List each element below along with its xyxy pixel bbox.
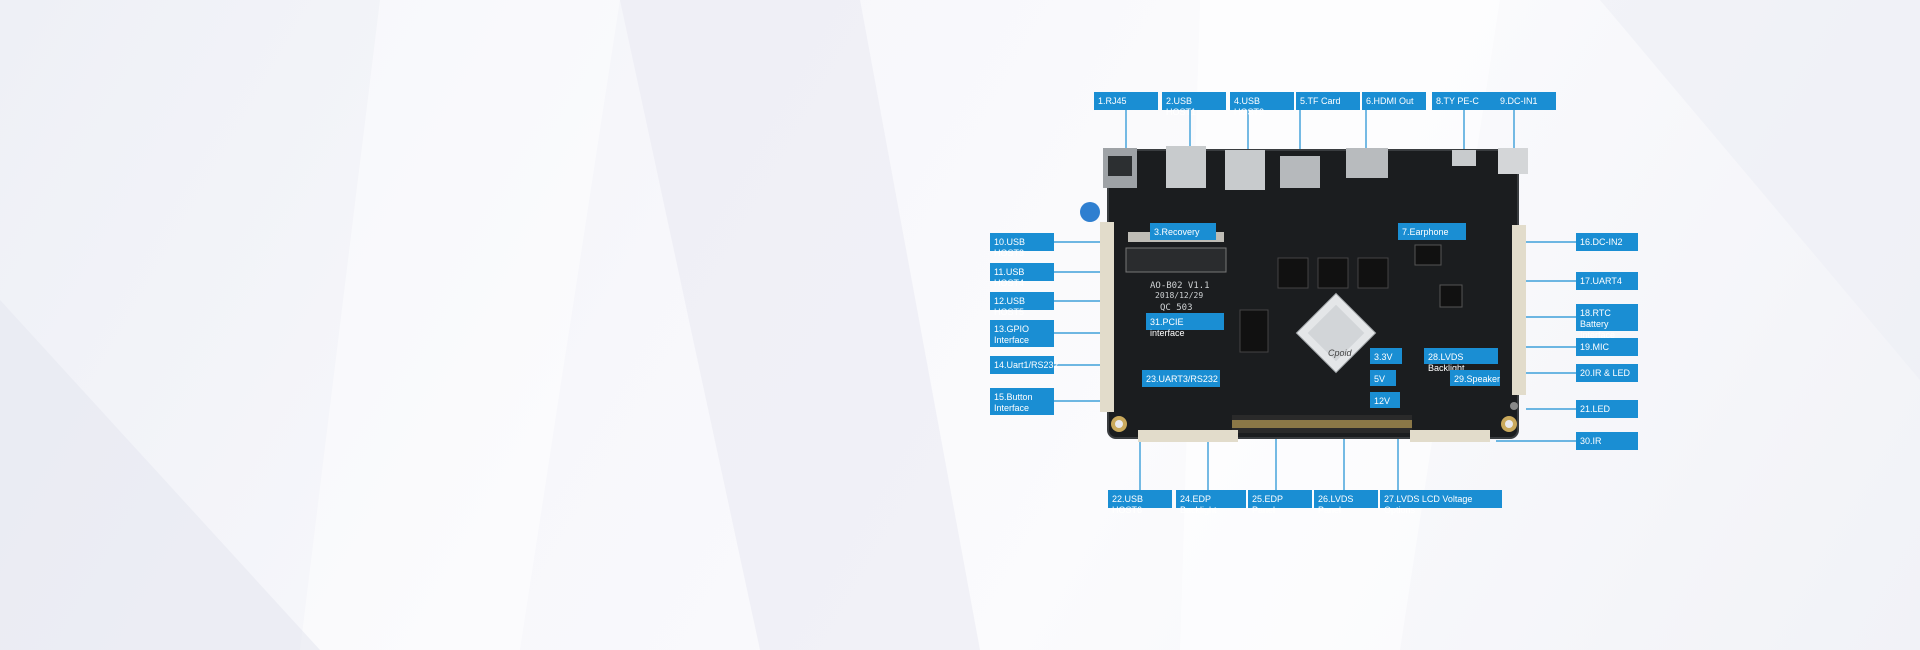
callout-label-l10: 10.USB HOST3 bbox=[990, 233, 1054, 258]
callout-label-text: 14.Uart1/RS232 bbox=[994, 360, 1059, 370]
callout-label-text: 6.HDMI Out bbox=[1366, 96, 1414, 106]
callout-label-text: 11.USB HOST4 bbox=[994, 267, 1025, 288]
hdmi-port bbox=[1346, 148, 1388, 178]
callout-label-l12v: 12V bbox=[1370, 392, 1400, 408]
callout-label-text: 26.LVDS Panel bbox=[1318, 494, 1354, 515]
callout-label-l18: 18.RTC Battery Interface bbox=[1576, 304, 1638, 340]
callout-label-l8: 8.TY PE-C bbox=[1432, 92, 1496, 110]
callout-label-text: 12V bbox=[1374, 396, 1391, 406]
usb-host2-port bbox=[1225, 150, 1265, 190]
callout-label-l28: 28.LVDS Backlight bbox=[1424, 348, 1498, 373]
right-connectors bbox=[1512, 225, 1526, 395]
callout-label-l27: 27.LVDS LCD Voltage Options bbox=[1380, 490, 1502, 515]
callout-label-l29: 29.Speaker bbox=[1450, 370, 1500, 386]
callout-label-l22: 22.USB HOST6 bbox=[1108, 490, 1172, 515]
callout-label-text: 12.USB HOST5 bbox=[994, 296, 1026, 317]
callout-label-text: 1.RJ45 bbox=[1098, 96, 1127, 106]
callout-label-text: 24.EDP Backlight bbox=[1180, 494, 1217, 515]
callout-label-text: 22.USB HOST6 bbox=[1112, 494, 1144, 515]
callout-label-text: 5V bbox=[1374, 374, 1386, 384]
callout-label-l21: 21.LED bbox=[1576, 400, 1638, 418]
callout-label-text: 2.USB HOST1 bbox=[1166, 96, 1197, 117]
silkscreen-line-2: 2018/12/29 bbox=[1155, 291, 1203, 300]
callout-label-text: 31.PCIE interface bbox=[1150, 317, 1185, 338]
memory-chip-4 bbox=[1239, 309, 1269, 353]
callout-label-l1: 1.RJ45 bbox=[1094, 92, 1158, 110]
callout-label-text: 16.DC-IN2 bbox=[1580, 237, 1623, 247]
callout-label-l3: 3.Recovery bbox=[1150, 223, 1216, 240]
callout-label-l24: 24.EDP Backlight bbox=[1176, 490, 1246, 515]
callout-label-l23: 23.UART3/RS232 bbox=[1142, 370, 1220, 387]
memory-chip-1 bbox=[1277, 257, 1309, 289]
callout-label-l7: 7.Earphone bbox=[1398, 223, 1466, 240]
callout-label-l4: 4.USB HOST2 bbox=[1230, 92, 1294, 117]
callout-label-text: 23.UART3/RS232 bbox=[1146, 374, 1218, 384]
callout-label-text: 15.Button Interface bbox=[994, 392, 1033, 413]
memory-chip-2 bbox=[1317, 257, 1349, 289]
processor-chip-text: Cpoid bbox=[1328, 348, 1353, 358]
dc-in1-jack bbox=[1498, 148, 1528, 174]
callout-label-text: 20.IR & LED bbox=[1580, 368, 1631, 378]
callout-label-l31: 31.PCIE interface bbox=[1146, 313, 1224, 338]
callout-label-l13: 13.GPIO Interface bbox=[990, 320, 1054, 347]
tf-card-slot bbox=[1280, 156, 1320, 188]
callout-label-l15: 15.Button Interface bbox=[990, 388, 1054, 415]
callout-label-text: 30.IR bbox=[1580, 436, 1602, 446]
callout-label-l11: 11.USB HOST4 bbox=[990, 263, 1054, 288]
silkscreen-line-1: AO-B02 V1.1 bbox=[1150, 281, 1210, 291]
callout-label-text: 4.USB HOST2 bbox=[1234, 96, 1265, 117]
callout-label-l16: 16.DC-IN2 bbox=[1576, 233, 1638, 251]
callout-label-text: 13.GPIO Interface bbox=[994, 324, 1030, 345]
silkscreen-line-3: QC 503 bbox=[1160, 303, 1193, 313]
callout-label-l17: 17.UART4 bbox=[1576, 272, 1638, 290]
callout-label-l25: 25.EDP Panel bbox=[1248, 490, 1312, 515]
callout-label-l5: 5.TF Card bbox=[1296, 92, 1360, 110]
processor-chip bbox=[1295, 292, 1377, 374]
callout-label-text: 25.EDP Panel bbox=[1252, 494, 1283, 515]
blue-capacitor bbox=[1080, 202, 1100, 222]
memory-chip-3 bbox=[1357, 257, 1389, 289]
callout-label-text: 21.LED bbox=[1580, 404, 1611, 414]
typec-port bbox=[1452, 150, 1476, 166]
callout-label-text: 27.LVDS LCD Voltage Options bbox=[1384, 494, 1473, 515]
callout-label-text: 3.3V bbox=[1374, 352, 1393, 362]
callout-label-text: 17.UART4 bbox=[1580, 276, 1622, 286]
left-connectors bbox=[1100, 222, 1114, 412]
callout-label-l12: 12.USB HOST5 bbox=[990, 292, 1054, 317]
callout-label-text: 28.LVDS Backlight bbox=[1428, 352, 1465, 373]
callout-label-l19: 19.MIC bbox=[1576, 338, 1638, 356]
callout-label-text: 19.MIC bbox=[1580, 342, 1610, 352]
pcie-slot bbox=[1125, 247, 1227, 273]
callout-label-text: 7.Earphone bbox=[1402, 227, 1449, 237]
callout-label-text: 18.RTC Battery Interface bbox=[1580, 308, 1616, 340]
callout-label-text: 10.USB HOST3 bbox=[994, 237, 1026, 258]
callout-label-l20: 20.IR & LED bbox=[1576, 364, 1638, 382]
callout-label-text: 3.Recovery bbox=[1154, 227, 1200, 237]
callout-label-text: 8.TY PE-C bbox=[1436, 96, 1479, 106]
callout-label-l9: 9.DC-IN1 bbox=[1496, 92, 1556, 110]
callout-label-l5v: 5V bbox=[1370, 370, 1396, 386]
callout-label-l6: 6.HDMI Out bbox=[1362, 92, 1426, 110]
callout-label-text: 29.Speaker bbox=[1454, 374, 1501, 384]
board-pcb bbox=[1108, 150, 1518, 438]
callout-label-l26: 26.LVDS Panel bbox=[1314, 490, 1378, 515]
callout-label-l2: 2.USB HOST1 bbox=[1162, 92, 1226, 117]
callout-label-l30: 30.IR bbox=[1576, 432, 1638, 450]
callout-label-l14: 14.Uart1/RS232 bbox=[990, 356, 1059, 374]
callout-label-text: 5.TF Card bbox=[1300, 96, 1341, 106]
usb-host1-port bbox=[1166, 146, 1206, 188]
callout-label-text: 9.DC-IN1 bbox=[1500, 96, 1538, 106]
bottom-left-connectors bbox=[1138, 430, 1238, 442]
callout-label-l33: 3.3V bbox=[1370, 348, 1402, 364]
